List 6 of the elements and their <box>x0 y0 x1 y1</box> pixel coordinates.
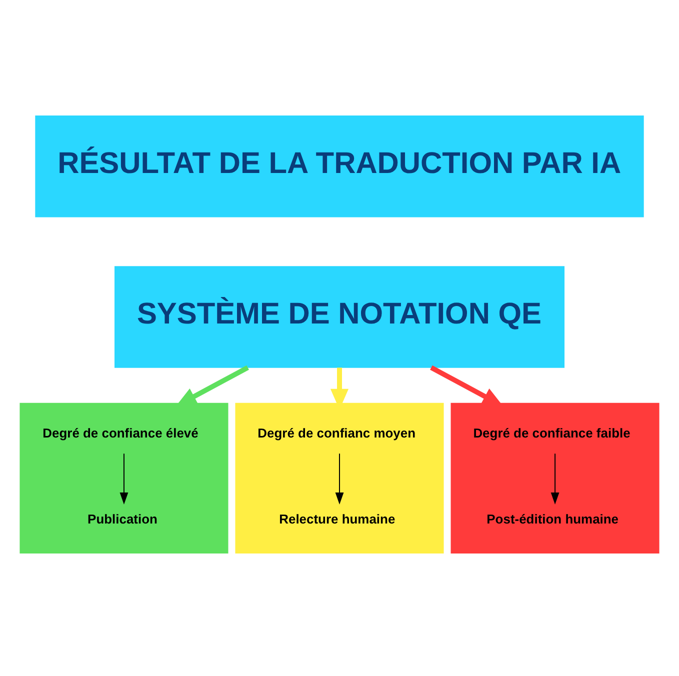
node-text: Degré de confianc moyen <box>258 425 416 440</box>
node-text: Relecture humaine <box>279 510 396 526</box>
node-text: Post-édition humaine <box>486 510 619 526</box>
node-text: Degré de confiance élevé <box>42 425 198 440</box>
node-text: Degré de confiance faible <box>473 425 630 440</box>
node-text: Publication <box>88 510 158 526</box>
